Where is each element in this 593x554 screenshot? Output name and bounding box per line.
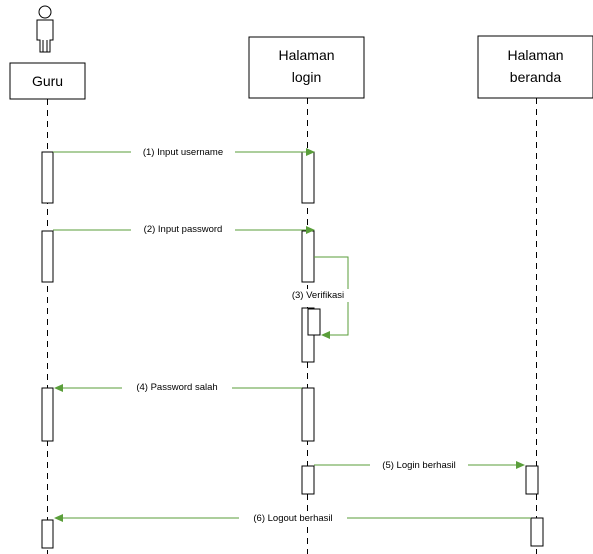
activation-guru-2: [41, 230, 54, 283]
activation-beranda-1: [525, 465, 539, 495]
activation-login-4: [301, 387, 315, 442]
participant-home-label-line1: Halaman: [507, 47, 563, 63]
activation-guru-4: [41, 519, 54, 549]
participant-login-label-line1: Halaman: [278, 47, 334, 63]
activation-login-5: [301, 465, 315, 495]
message-5-label: (5) Login berhasil: [382, 460, 455, 471]
activation-beranda-2: [530, 517, 544, 547]
participant-guru-label: Guru: [32, 73, 63, 89]
activation-guru-3: [41, 387, 54, 442]
actor-icon: [36, 5, 54, 53]
message-5: (5) Login berhasil: [314, 458, 525, 471]
activation-guru-1: [41, 151, 54, 204]
message-3: (3) Verifikasi: [283, 256, 353, 339]
message-3-label: (3) Verifikasi: [292, 290, 344, 301]
message-4: (4) Password salah: [54, 381, 302, 394]
activation-login-2: [301, 230, 315, 283]
message-6-label: (6) Logout berhasil: [253, 513, 332, 524]
activation-login-1: [301, 151, 315, 204]
message-6: (6) Logout berhasil: [54, 511, 531, 524]
participant-guru: Guru: [9, 62, 86, 100]
message-4-label: (4) Password salah: [136, 382, 217, 393]
participant-login-label-line2: login: [292, 69, 322, 85]
participant-halaman-login: Halaman login: [248, 36, 365, 99]
activation-login-nested: [307, 308, 321, 336]
participant-home-label-line2: beranda: [510, 69, 562, 85]
message-2: (2) Input password: [53, 223, 315, 236]
participant-halaman-beranda: Halaman beranda: [477, 35, 593, 99]
message-2-label: (2) Input password: [144, 224, 223, 235]
message-1-label: (1) Input username: [143, 147, 223, 158]
message-1: (1) Input username: [53, 145, 315, 158]
